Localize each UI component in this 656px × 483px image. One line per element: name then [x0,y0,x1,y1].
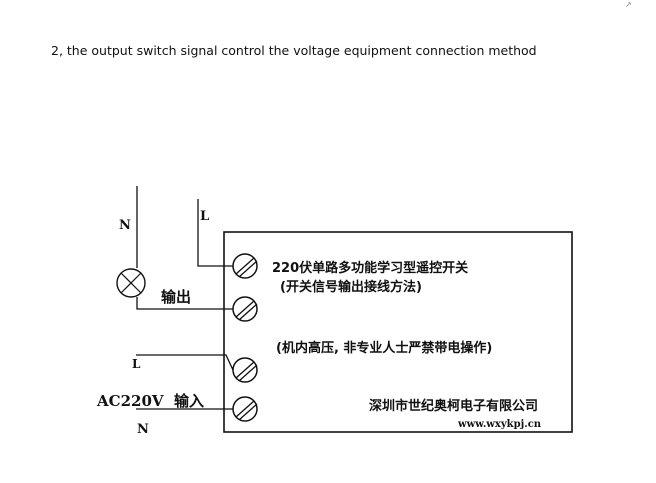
device-title: 220伏单路多功能学习型遥控开关 [272,260,468,276]
wire-l-input [136,354,234,371]
terminal-1 [232,253,258,279]
company-name: 深圳市世纪奥柯电子有限公司 [369,398,538,414]
label-l-top: L [200,209,209,224]
device-subtitle: (开关信号输出接线方法) [280,279,422,295]
lamp-icon [116,268,146,298]
label-n-bottom: N [137,422,149,437]
label-l-bottom: L [132,357,141,371]
website-url: www.wxykpj.cn [457,419,542,430]
label-n-top: N [119,218,131,233]
terminal-2 [232,296,258,322]
label-input: 输入 [174,392,204,410]
wire-l-output [197,199,233,267]
terminal-3 [232,357,258,383]
label-output: 输出 [161,288,191,306]
label-input-voltage: AC220V [96,392,164,410]
warning-text: (机内高压, 非专业人士严禁带电操作) [276,340,492,356]
wire-lamp-to-terminal-2 [136,297,233,310]
terminal-4 [232,396,258,422]
expand-icon[interactable]: ↗ [625,0,632,9]
page-caption: 2, the output switch signal control the … [51,43,537,58]
device-box [223,231,573,433]
